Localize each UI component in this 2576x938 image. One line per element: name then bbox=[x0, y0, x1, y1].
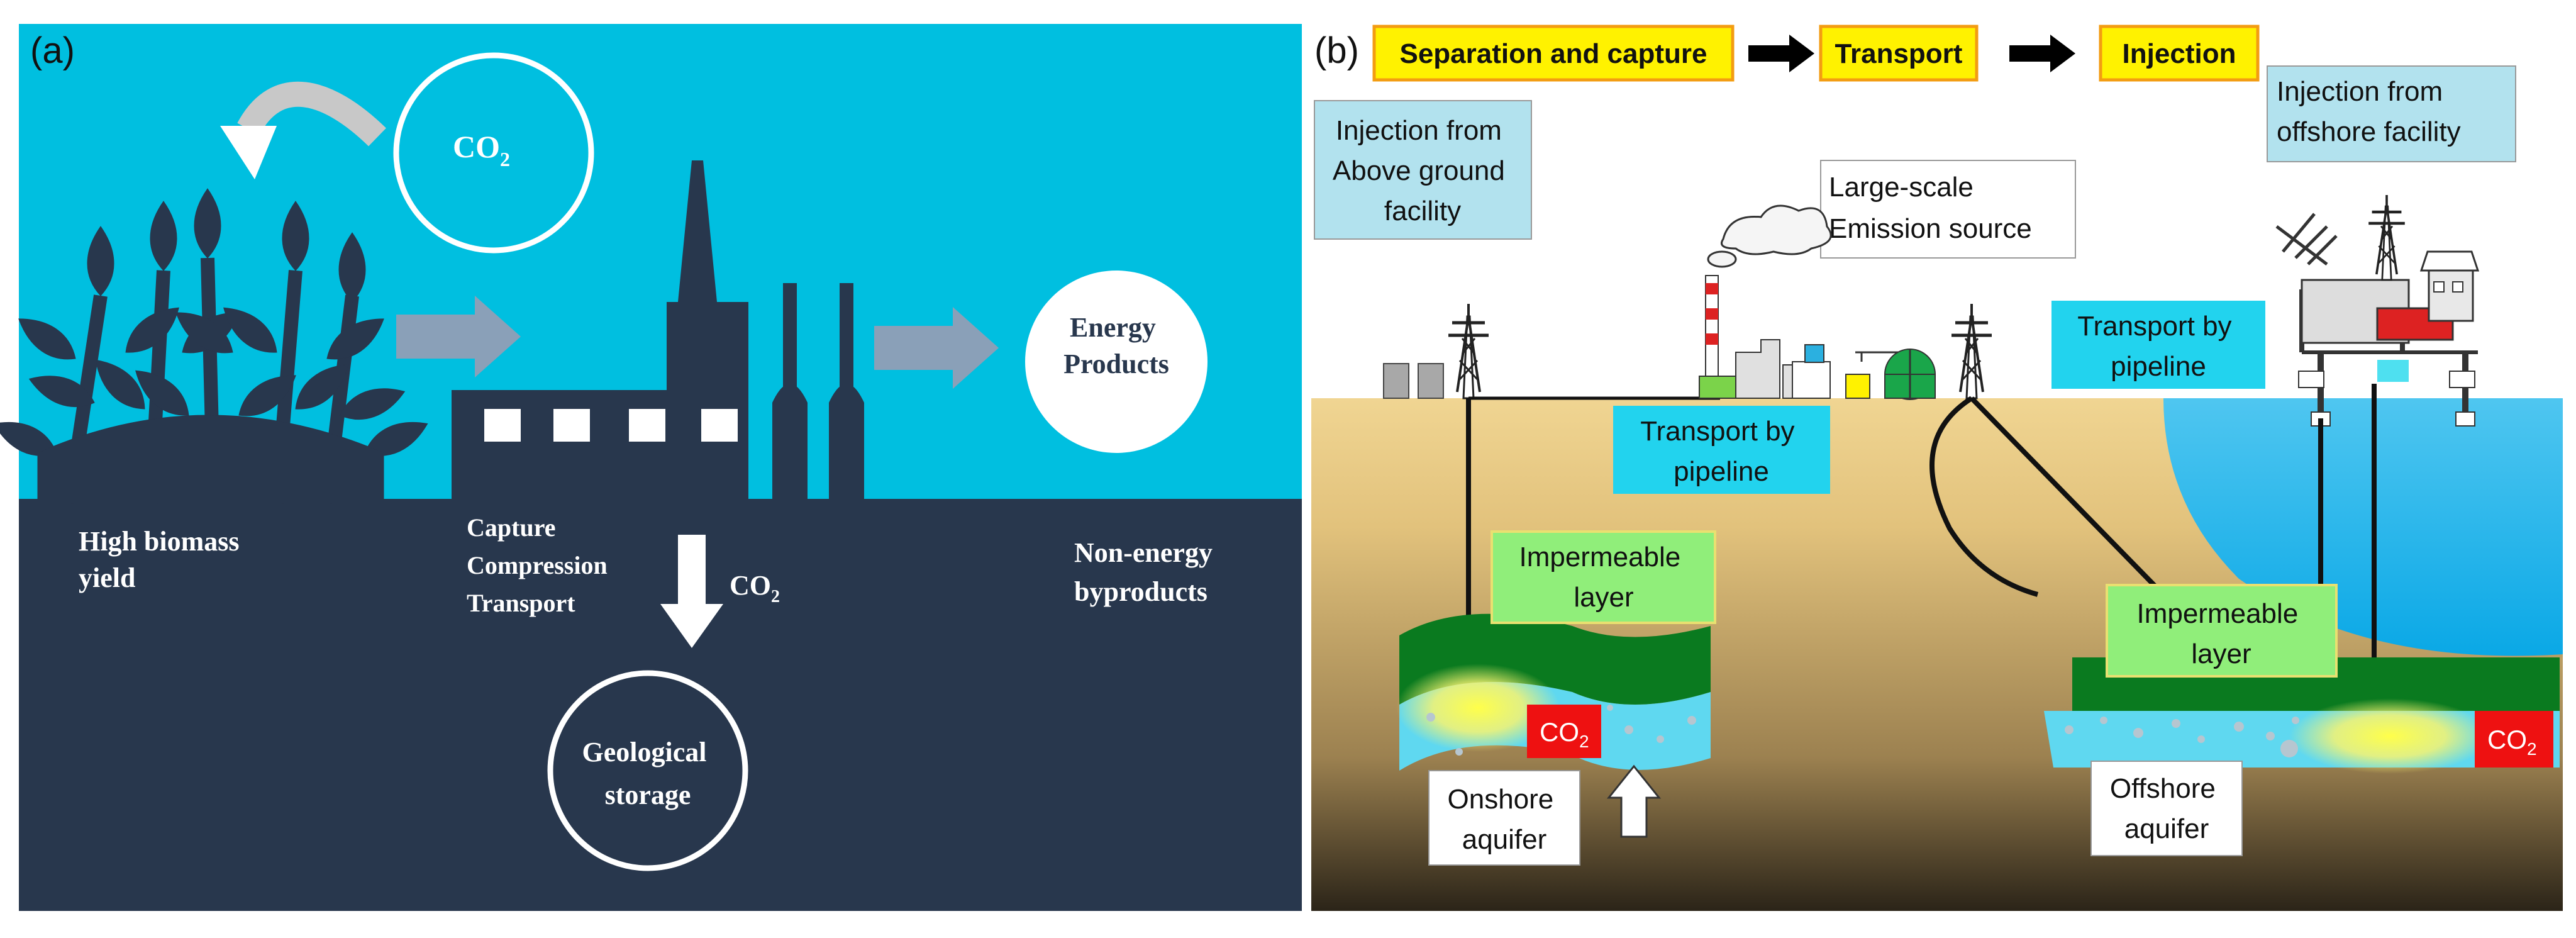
offshore-aquifer-box bbox=[2090, 761, 2243, 856]
step-injection-box bbox=[2099, 25, 2260, 82]
onshore-co2-plume bbox=[1396, 664, 1560, 752]
impermeable-right-box bbox=[2106, 584, 2338, 678]
cycle-arrowhead bbox=[220, 126, 277, 179]
emission-plant-icon bbox=[1699, 204, 1936, 400]
co2-top-label: CO2 bbox=[453, 129, 510, 170]
onshore-aquifer-box bbox=[1428, 770, 1580, 866]
impermeable-left-label: Impermeable layer bbox=[1519, 542, 1688, 613]
geological-storage-circle bbox=[547, 670, 748, 871]
impermeable-right-label: Impermeable layer bbox=[2136, 598, 2306, 669]
onshore-upward-arrow bbox=[1606, 764, 1662, 838]
step-separation-label: Separation and capture bbox=[1399, 38, 1707, 69]
step-separation-box bbox=[1372, 25, 1735, 82]
energy-products-circle bbox=[1025, 271, 1208, 453]
biomass-plants-icon bbox=[0, 188, 434, 505]
pipeline-left-label: Transport by pipeline bbox=[1640, 416, 1802, 487]
injection-offshore-box bbox=[2267, 65, 2516, 162]
energy-products-label: Energy Products bbox=[1063, 312, 1169, 379]
onshore-aquifer-label: Onshore aquifer bbox=[1448, 784, 1562, 855]
co2-offshore-badge bbox=[2475, 711, 2553, 768]
arrow-biomass-to-plant bbox=[396, 296, 521, 377]
factory-icon bbox=[452, 160, 864, 500]
step-transport-box bbox=[1819, 25, 1979, 82]
injection-above-label: Injection from Above ground facility bbox=[1333, 115, 1513, 226]
arrow-plant-to-products bbox=[874, 307, 999, 389]
co2-onshore-badge bbox=[1527, 705, 1601, 758]
onshore-facility-icon bbox=[1383, 304, 1720, 400]
injection-offshore-label: Injection from offshore facility bbox=[2277, 76, 2461, 147]
panel-a-label: (a) bbox=[30, 30, 75, 71]
step-arrow-1 bbox=[1748, 35, 1814, 72]
panel-b: (b) Separation and capture Transport Inj… bbox=[1311, 24, 2563, 911]
step-injection-label: Injection bbox=[2123, 38, 2236, 69]
offshore-aquifer-label: Offshore aquifer bbox=[2110, 773, 2223, 844]
cycle-arrow bbox=[237, 81, 386, 147]
injection-above-box bbox=[1314, 100, 1532, 240]
panel-b-label: (b) bbox=[1314, 30, 1359, 71]
geological-storage-label: Geological storage bbox=[582, 737, 714, 810]
step-arrow-2 bbox=[2009, 35, 2075, 72]
pipeline-right-box bbox=[2051, 301, 2265, 389]
process-label: Capture Compression Transport bbox=[467, 513, 614, 617]
pipeline-right-label: Transport by pipeline bbox=[2077, 311, 2240, 382]
co2-cloud-circle bbox=[393, 52, 594, 254]
impermeable-left-box bbox=[1491, 530, 1716, 624]
large-scale-label: Large-scale Emission source bbox=[1829, 172, 2032, 244]
panel-a-ground bbox=[19, 499, 1302, 911]
co2-offshore-label: CO2 bbox=[2487, 725, 2537, 759]
offshore-rock-dots bbox=[2065, 717, 2299, 757]
arrow-down-to-storage bbox=[660, 535, 723, 648]
step-transport-label: Transport bbox=[1835, 38, 1963, 69]
biomass-label: High biomass yield bbox=[79, 526, 247, 593]
pipeline-left-box bbox=[1613, 406, 1830, 494]
offshore-platform-icon bbox=[2275, 195, 2480, 427]
offshore-co2-plume bbox=[2289, 698, 2490, 774]
large-scale-box bbox=[1820, 160, 2076, 259]
co2-onshore-label: CO2 bbox=[1540, 717, 1589, 751]
panel-a: (a) CO2 bbox=[0, 24, 1302, 911]
co2-down-label: CO2 bbox=[730, 570, 780, 606]
non-energy-label: Non-energy byproducts bbox=[1074, 537, 1219, 607]
